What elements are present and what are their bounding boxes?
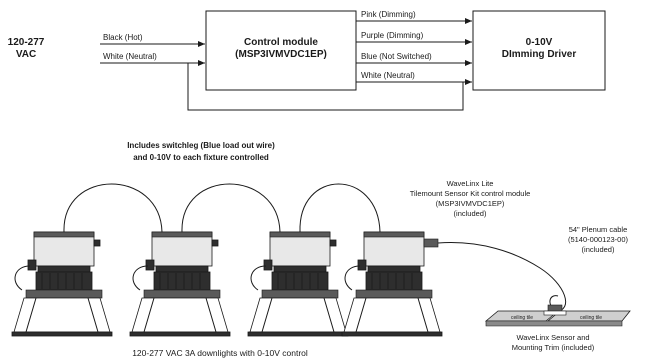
driver-box	[472, 10, 606, 91]
downlight-1	[11, 231, 113, 337]
ceiling-tile-label-right: ceiling tile	[580, 315, 602, 321]
cable-callout-line3: (included)	[582, 245, 615, 254]
sensor-ceiling-assembly: ceiling tile ceiling tile	[484, 304, 631, 327]
control-module-title: Control module	[244, 37, 318, 48]
sensor-callout-line2: Mounting Trim (included)	[512, 343, 595, 352]
downlight-2	[129, 231, 231, 337]
flex-lead-1	[14, 265, 31, 291]
module-callout-line3: (MSP3IVMVDC1EP)	[436, 199, 505, 208]
sensor-callout-line1: WaveLinx Sensor and	[516, 333, 589, 342]
flex-lead-2	[132, 265, 149, 291]
pink-wire-label: Pink (Dimming)	[361, 10, 416, 19]
neutral-out-wire-label: White (Neutral)	[361, 71, 415, 80]
supply-label-line2: VAC	[16, 49, 36, 60]
switchleg-note-line2: and 0-10V to each fixture controlled	[133, 153, 269, 162]
cable-callout-line2: (5140-000123-00)	[568, 235, 629, 244]
hot-wire-label: Black (Hot)	[103, 33, 143, 42]
chain-cable-1	[63, 183, 163, 233]
flex-lead-3	[250, 265, 267, 291]
ceiling-tile-label-left: ceiling tile	[511, 315, 533, 321]
control-module-model: (MSP3IVMVDC1EP)	[235, 49, 327, 60]
control-module-box	[205, 10, 357, 91]
chain-cable-2	[181, 183, 281, 233]
driver-label-line2: DImming Driver	[502, 49, 577, 60]
driver-label-line1: 0-10V	[526, 37, 553, 48]
chain-cable-3	[299, 183, 381, 233]
module-callout-line1: WaveLinx Lite	[447, 179, 494, 188]
neutral-wire-label: White (Neutral)	[103, 52, 157, 61]
supply-label-line1: 120-277	[8, 37, 45, 48]
switchleg-note-line1: Includes switchleg (Blue load out wire)	[127, 141, 275, 150]
purple-wire-label: Purple (Dimming)	[361, 31, 424, 40]
cable-callout-line1: 54" Plenum cable	[569, 225, 628, 234]
blue-wire-label: Blue (Not Switched)	[361, 52, 432, 61]
downlight-3	[247, 231, 349, 337]
module-callout-line4: (included)	[454, 209, 487, 218]
flex-lead-4	[344, 265, 361, 291]
plenum-cable	[437, 242, 567, 313]
neutral-bypass-wire	[187, 63, 464, 111]
module-callout-line2: Tilemount Sensor Kit control module	[410, 189, 531, 198]
downlights-caption: 120-277 VAC 3A downlights with 0-10V con…	[132, 348, 308, 358]
downlight-4	[341, 231, 443, 337]
tilemount-control-module	[423, 238, 439, 248]
